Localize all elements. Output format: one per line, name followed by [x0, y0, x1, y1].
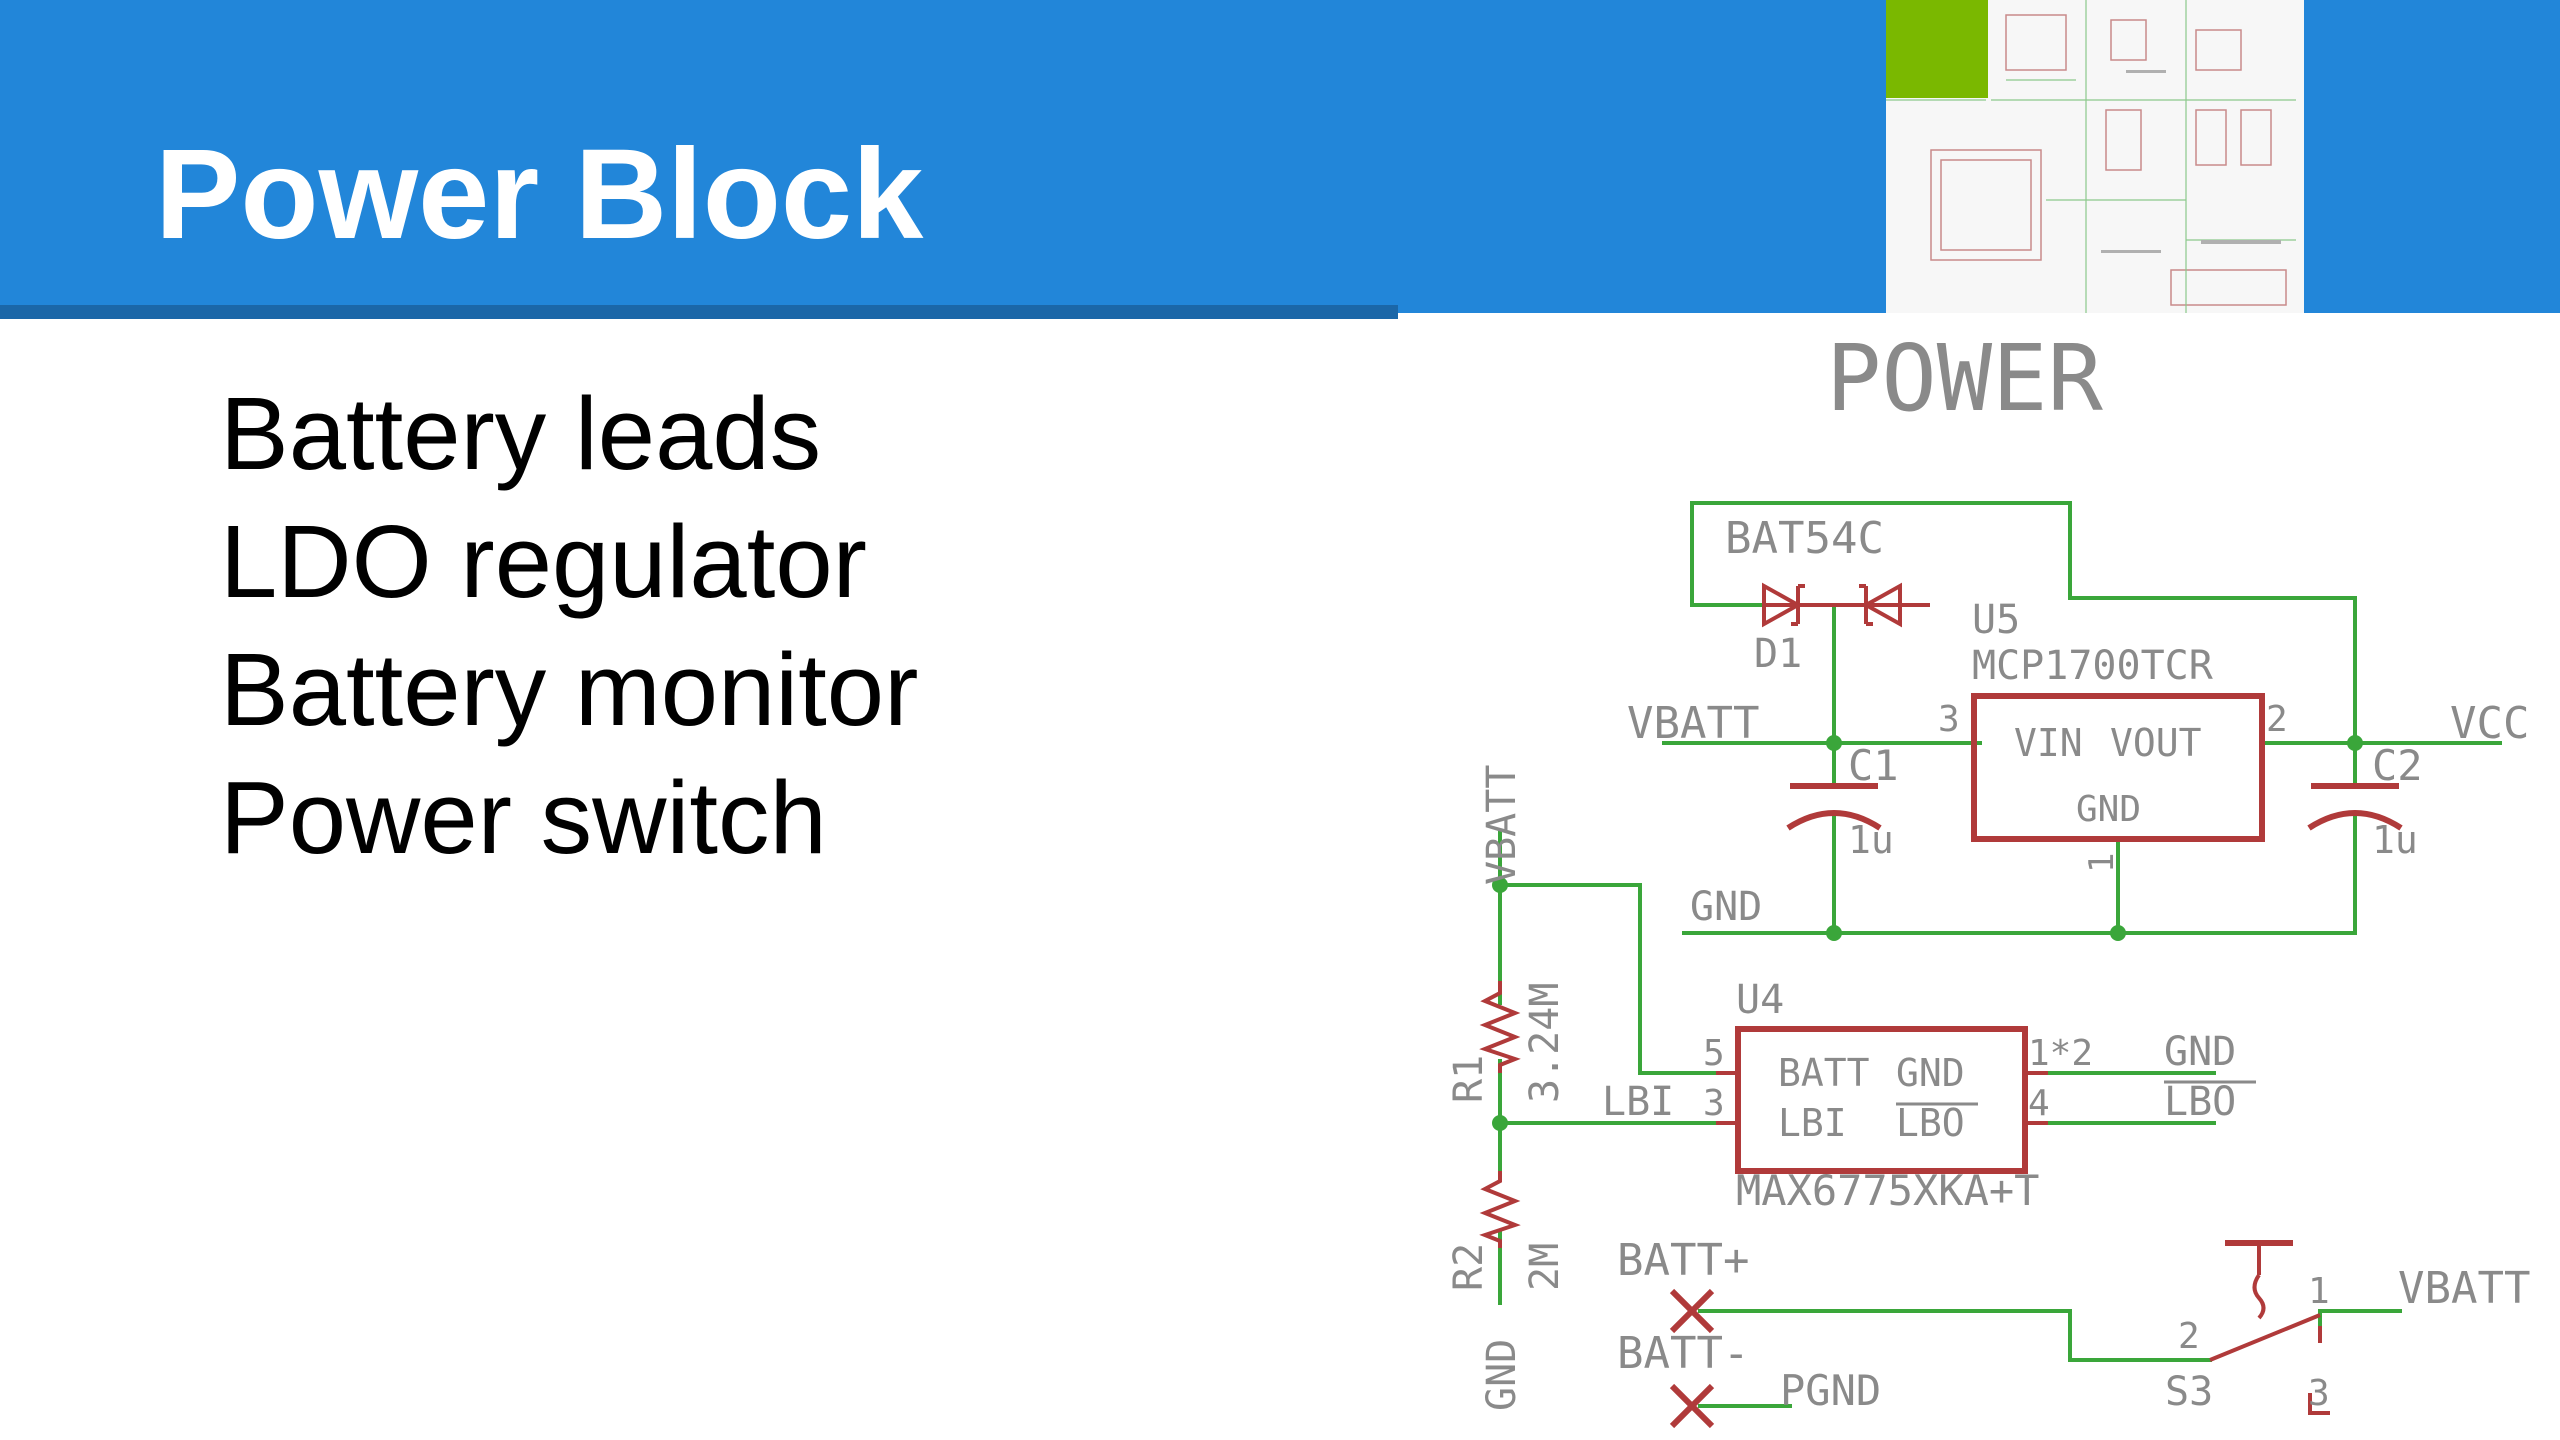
u5-pin3-number: 3: [1938, 699, 1960, 740]
c2-value-label: 1u: [2372, 818, 2418, 862]
r1-value-label: 3.24M: [1522, 983, 1568, 1103]
u5-pin2-number: 2: [2266, 699, 2288, 740]
title-bar-underline: [0, 305, 1398, 319]
c1-symbol: [1786, 783, 1882, 831]
u5-part-label: MCP1700TCR: [1972, 643, 2214, 689]
u4-pin3-number: 3: [1703, 1083, 1725, 1124]
u4-pin5-number: 5: [1703, 1033, 1725, 1074]
bullet-item: Battery leads: [220, 376, 822, 491]
s3-pin1-number: 1: [2308, 1271, 2330, 1312]
net-lbo-label: LBO: [2164, 1079, 2236, 1125]
c1-ref-label: C1: [1848, 741, 1899, 790]
net-gnd-vertical-label: GND: [1479, 1339, 1525, 1411]
s3-pin2-number: 2: [2178, 1316, 2200, 1357]
u4-ref-label: U4: [1736, 977, 1784, 1023]
wires: [1498, 501, 2502, 1408]
schematic-heading: POWER: [1826, 325, 2104, 432]
u4-pin-lbo-label: LBO: [1896, 1101, 1965, 1145]
net-pgnd-label: PGND: [1780, 1366, 1881, 1415]
r2-ref-label: R2: [1446, 1243, 1492, 1291]
r1-ref-label: R1: [1446, 1055, 1492, 1103]
u5-pin1-number: 1: [2082, 853, 2122, 873]
net-vbatt-vertical-label: VBATT: [1479, 765, 1525, 885]
batt-minus-pad: [1669, 1383, 1715, 1429]
d1-part-label: BAT54C: [1725, 513, 1884, 564]
net-vcc-label: VCC: [2450, 698, 2529, 749]
d1-diode-symbol: [1762, 582, 1930, 628]
d1-ref-label: D1: [1754, 631, 1802, 677]
batt-plus-label: BATT+: [1617, 1235, 1749, 1286]
u5-pin-gnd-label: GND: [2076, 789, 2141, 830]
junctions: [1492, 735, 2363, 1131]
c2-symbol: [2307, 783, 2403, 831]
u4-body: [1735, 1026, 2028, 1174]
thumbnail-accent-block: [1886, 0, 1988, 98]
bullet-list: Battery leads LDO regulator Battery moni…: [220, 370, 918, 882]
net-lbi-label: LBI: [1602, 1079, 1674, 1125]
components: [1479, 582, 2403, 1429]
batt-plus-pad: [1669, 1288, 1715, 1334]
batt-minus-label: BATT-: [1617, 1328, 1749, 1379]
schematic-thumbnail: [1886, 0, 2304, 313]
net-gnd-u4-label: GND: [2164, 1029, 2236, 1075]
net-vbatt-switch-label: VBATT: [2398, 1263, 2530, 1314]
u4-part-label: MAX6775XKA+T: [1736, 1166, 2039, 1215]
u4-pin-gnd-label: GND: [1896, 1051, 1965, 1095]
r2-symbol: [1479, 1171, 1521, 1248]
bullet-item: LDO regulator: [220, 504, 867, 619]
s3-ref-label: S3: [2165, 1369, 2213, 1415]
u4-pin12-number: 1*2: [2028, 1033, 2093, 1074]
s3-switch-symbol: [2209, 1240, 2330, 1415]
slide-title: Power Block: [155, 123, 924, 266]
u4-pin-batt-label: BATT: [1778, 1051, 1870, 1095]
u4-pin-lbi-label: LBI: [1778, 1101, 1847, 1145]
r2-value-label: 2M: [1522, 1243, 1568, 1291]
net-gnd-label: GND: [1690, 884, 1762, 930]
bullet-item: Battery monitor: [220, 632, 919, 747]
r1-symbol: [1479, 981, 1521, 1073]
u5-pin-vout-label: VOUT: [2110, 721, 2202, 765]
net-vbatt-label: VBATT: [1627, 698, 1759, 749]
bullet-item: Power switch: [220, 760, 827, 875]
u5-body: [1971, 693, 2265, 842]
c1-value-label: 1u: [1848, 818, 1894, 862]
s3-pin3-number: 3: [2308, 1373, 2330, 1414]
u5-ref-label: U5: [1972, 597, 2020, 643]
u4-pin4-number: 4: [2028, 1083, 2050, 1124]
u5-pin-vin-label: VIN: [2014, 721, 2083, 765]
power-schematic: POWER: [1446, 325, 2530, 1429]
c2-ref-label: C2: [2372, 741, 2423, 790]
